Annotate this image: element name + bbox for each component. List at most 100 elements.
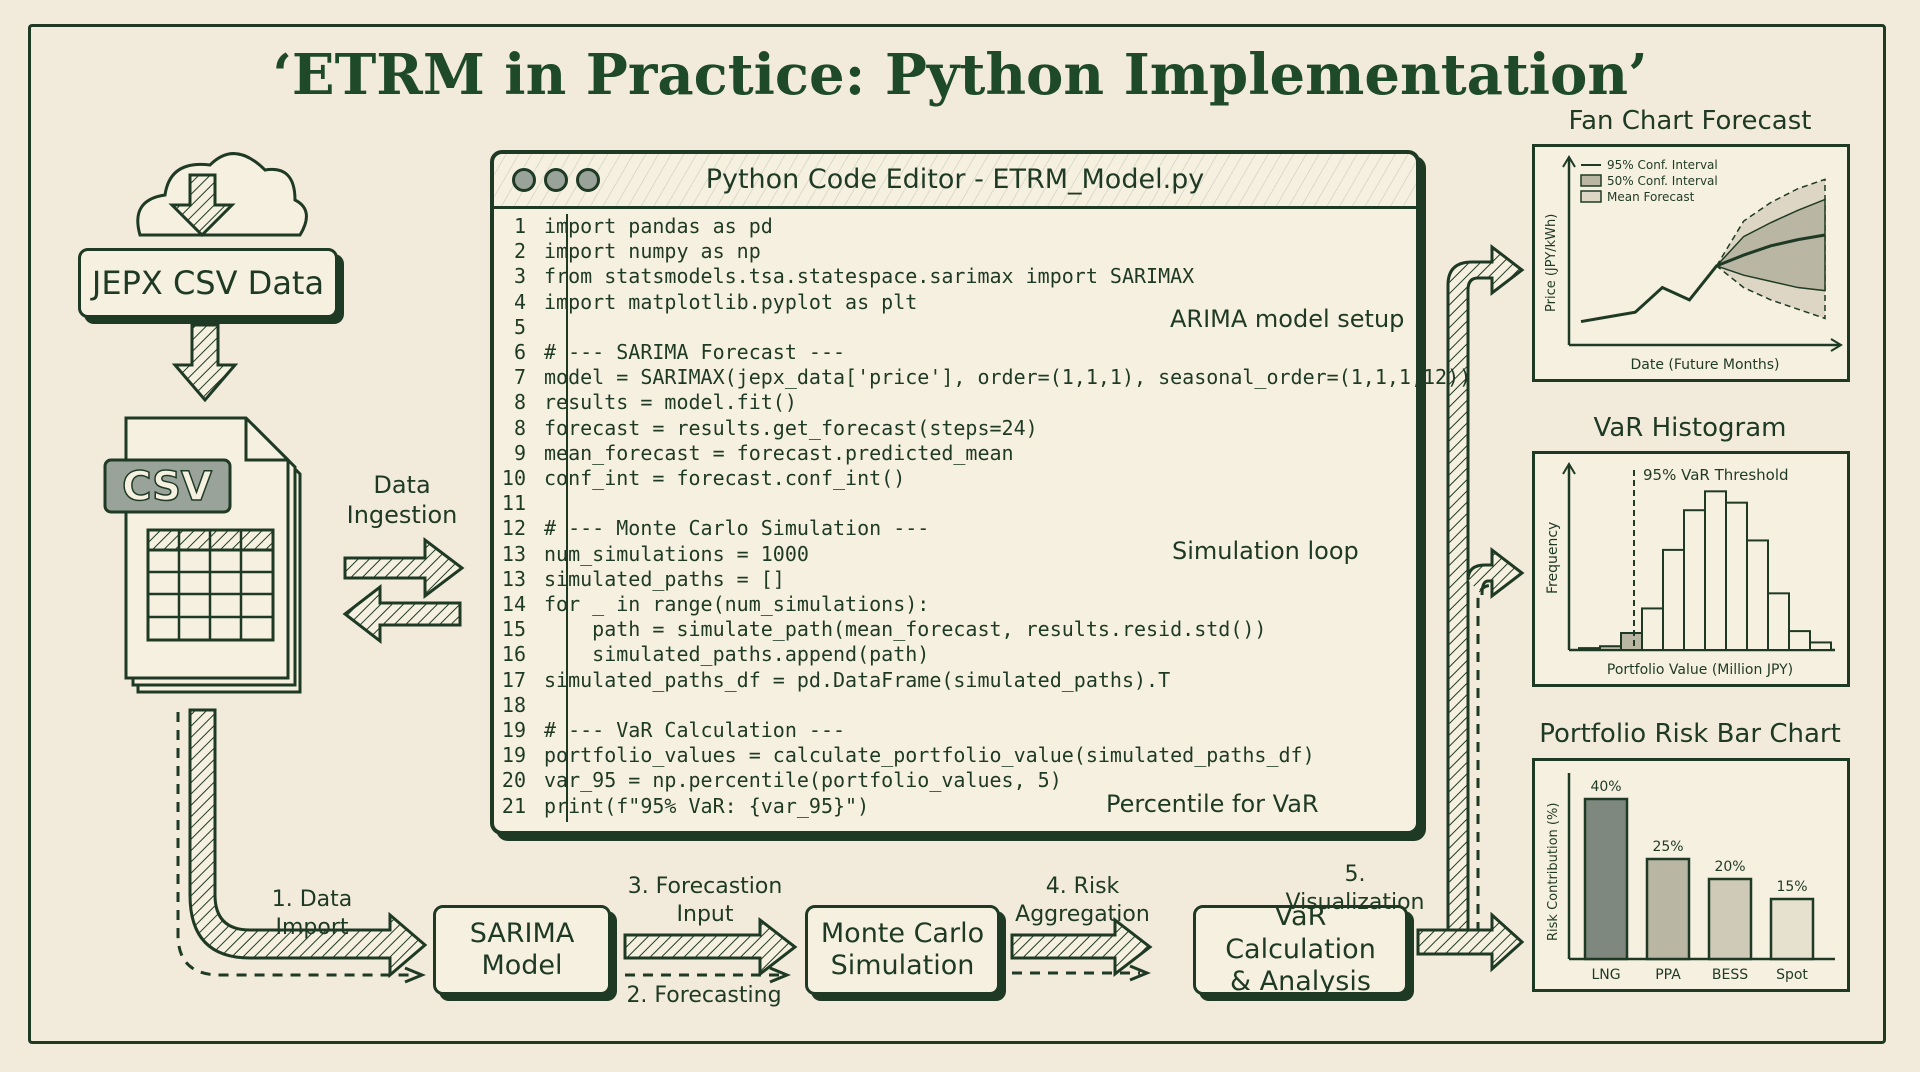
risk-bar-category: LNG [1591, 967, 1620, 983]
code-text: # --- SARIMA Forecast --- [544, 340, 846, 364]
percentile-annotation: Percentile for VaR [1106, 790, 1319, 818]
code-editor-titlebar: Python Code Editor - ETRM_Model.py [494, 154, 1416, 209]
step5-label: 5. Visualization [1285, 862, 1425, 915]
fan-y-label: Price (JPY/kWh) [1544, 214, 1559, 312]
risk-y-label: Risk Contribution (%) [1546, 803, 1561, 941]
code-text: var_95 = np.percentile(portfolio_values,… [544, 768, 1062, 793]
line-number: 8 [513, 415, 526, 440]
line-number: 4 [513, 289, 526, 314]
histogram-bar [1725, 501, 1748, 651]
code-text: mean_forecast = forecast.predicted_mean [544, 440, 1014, 465]
risk-bar-value: 40% [1590, 779, 1621, 795]
line-number: 2 [513, 239, 526, 264]
histogram-bar [1704, 490, 1727, 652]
visualization-arrow-risk [1416, 911, 1525, 973]
code-text: portfolio_values = calculate_portfolio_v… [544, 743, 1315, 768]
code-text: print(f"95% VaR: {var_95}") [544, 793, 870, 818]
line-number: 10 [501, 466, 526, 490]
risk-aggregation-arrow [1010, 916, 1153, 978]
histogram-bar [1578, 647, 1601, 652]
histogram-bar [1809, 641, 1832, 651]
outer-frame [28, 24, 1886, 1044]
code-text: forecast = results.get_forecast(steps=24… [544, 415, 1038, 440]
line-number: 13 [501, 566, 526, 591]
cloud-download-icon [136, 152, 308, 238]
visualization-arrow-fan [1416, 243, 1525, 952]
line-number: 9 [513, 440, 526, 465]
histogram-bar [1767, 592, 1790, 651]
line-number: 21 [501, 793, 526, 818]
line-number: 5 [513, 314, 526, 339]
line-number: 6 [513, 340, 526, 364]
histogram-bar [1788, 630, 1811, 652]
code-text: import matplotlib.pyplot as plt [544, 289, 918, 314]
monte-carlo-label: Monte Carlo Simulation [820, 917, 985, 981]
page-title: ‘ETRM in Practice: Python Implementation… [272, 42, 1648, 108]
legend-swatch [1580, 190, 1602, 203]
arima-annotation: ARIMA model setup [1170, 305, 1405, 333]
legend-label: Mean Forecast [1607, 190, 1695, 204]
histogram-bar [1599, 645, 1622, 652]
risk-bar [1769, 897, 1815, 961]
window-minimize-dot[interactable] [544, 168, 568, 192]
risk-bar-value: 25% [1652, 839, 1683, 855]
line-number: 7 [513, 365, 526, 390]
sarima-model-label: SARIMA Model [469, 917, 575, 981]
risk-chart-title: Portfolio Risk Bar Chart [1539, 719, 1841, 749]
var-threshold-label: 95% VaR Threshold [1643, 466, 1789, 484]
var-histogram-panel: 95% VaR Threshold Frequency Portfolio Va… [1532, 451, 1850, 687]
code-text: simulated_paths = [] [544, 566, 785, 591]
histogram-bar [1662, 548, 1685, 651]
hist-x-label: Portfolio Value (Million JPY) [1607, 662, 1793, 678]
code-text: num_simulations = 1000 [544, 541, 809, 566]
risk-bar [1645, 857, 1691, 961]
code-text: simulated_paths.append(path) [544, 642, 930, 667]
histogram-bar [1620, 632, 1643, 651]
monte-carlo-box: Monte Carlo Simulation [805, 905, 1000, 995]
ingestion-arrow-right [343, 536, 465, 600]
code-text: results = model.fit() [544, 390, 797, 415]
csv-file-icon [103, 416, 302, 694]
histogram-bar [1683, 509, 1706, 651]
step1-label: 1. Data Import [271, 887, 353, 940]
window-close-dot[interactable] [512, 168, 536, 192]
sarima-model-box: SARIMA Model [433, 905, 611, 995]
code-text: import pandas as pd [544, 214, 773, 238]
line-number: 20 [501, 768, 526, 793]
hist-y-label: Frequency [1545, 522, 1561, 594]
line-number-gutter [530, 214, 568, 822]
code-editor-window: Python Code Editor - ETRM_Model.py 1 impo… [490, 150, 1471, 835]
var-histogram-title: VaR Histogram [1593, 413, 1787, 443]
histogram-bar [1746, 539, 1769, 651]
line-number: 18 [501, 692, 526, 717]
histogram-bar [1641, 607, 1664, 651]
risk-bar-value: 20% [1714, 859, 1745, 875]
data-ingestion-label: Data Ingestion [346, 471, 458, 529]
risk-bar-category: Spot [1776, 967, 1808, 983]
code-text: model = SARIMAX(jepx_data['price'], orde… [544, 365, 1472, 390]
line-number: 14 [501, 592, 526, 616]
fan-chart-title: Fan Chart Forecast [1568, 106, 1812, 136]
code-editor-title: Python Code Editor - ETRM_Model.py [705, 164, 1205, 195]
step2-label: 2. Forecasting [626, 983, 782, 1008]
code-text: # --- VaR Calculation --- [544, 718, 846, 742]
risk-bar-category: PPA [1655, 967, 1681, 983]
line-number: 13 [501, 541, 526, 566]
risk-bar [1707, 877, 1753, 961]
line-number: 1 [513, 214, 526, 238]
line-number: 12 [501, 516, 526, 541]
data-import-dashed-line [176, 712, 415, 977]
line-number: 19 [501, 743, 526, 768]
line-number: 8 [513, 390, 526, 415]
window-maximize-dot[interactable] [576, 168, 600, 192]
legend-swatch [1580, 174, 1602, 187]
risk-bar-value: 15% [1776, 879, 1807, 895]
risk-bar [1583, 797, 1629, 961]
line-number: 11 [501, 491, 526, 516]
forecast-input-arrow [623, 916, 798, 978]
